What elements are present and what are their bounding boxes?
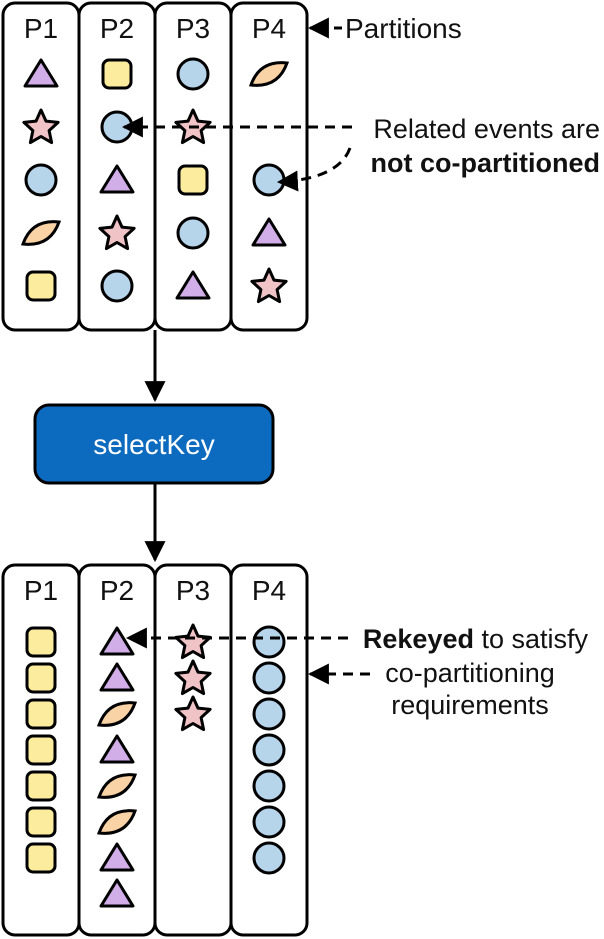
circle-event-icon bbox=[252, 625, 286, 659]
top-header-p4: P4 bbox=[252, 13, 286, 44]
rekeyed-line-1: Rekeyed to satisfy bbox=[363, 624, 589, 654]
related-line-2: not co-partitioned bbox=[371, 148, 600, 178]
square-event-icon bbox=[25, 842, 57, 874]
bottom-partition-p3 bbox=[153, 563, 233, 937]
rekeyed-rest: to satisfy bbox=[474, 624, 589, 654]
square-event-icon bbox=[101, 58, 133, 90]
square-event-icon bbox=[177, 164, 209, 196]
square-event-icon bbox=[25, 806, 57, 838]
related-line-1: Related events are bbox=[373, 114, 600, 144]
triangle-event-icon bbox=[23, 58, 59, 88]
annotation-partitions: Partitions bbox=[307, 13, 462, 44]
top-header-p1: P1 bbox=[24, 13, 58, 44]
circle-event-icon bbox=[24, 163, 58, 197]
circle-event-icon bbox=[252, 733, 286, 767]
triangle-event-icon bbox=[99, 164, 135, 194]
bottom-header-p1: P1 bbox=[24, 575, 58, 606]
leaf-event-icon bbox=[96, 773, 138, 799]
square-event-icon bbox=[25, 662, 57, 694]
annotation-not-copartitioned: Related events are not co-partitioned bbox=[121, 114, 600, 192]
circle-event-icon bbox=[252, 841, 286, 875]
triangle-event-icon bbox=[99, 734, 135, 764]
copartitioning-line: co-partitioning bbox=[385, 658, 555, 688]
top-partition-group: P1 P2 P3 P4 bbox=[1, 1, 309, 332]
bottom-events bbox=[25, 623, 286, 908]
triangle-event-icon bbox=[99, 842, 135, 872]
selectkey-label: selectKey bbox=[93, 429, 214, 460]
square-event-icon bbox=[25, 770, 57, 802]
star-event-icon bbox=[22, 108, 60, 145]
triangle-event-icon bbox=[251, 217, 287, 247]
star-event-icon bbox=[174, 695, 212, 732]
leaf-event-icon bbox=[96, 701, 138, 727]
leaf-event-icon bbox=[248, 61, 290, 87]
circle-event-icon bbox=[252, 661, 286, 695]
related-pointer-curve bbox=[276, 147, 352, 192]
star-event-icon bbox=[174, 659, 212, 696]
square-event-icon bbox=[25, 270, 57, 302]
partitions-label: Partitions bbox=[345, 13, 462, 44]
top-header-p3: P3 bbox=[176, 13, 210, 44]
circle-event-icon bbox=[252, 769, 286, 803]
square-event-icon bbox=[25, 734, 57, 766]
bottom-header-p2: P2 bbox=[100, 575, 134, 606]
leaf-event-icon bbox=[20, 220, 62, 246]
circle-event-icon bbox=[252, 163, 286, 197]
rekeyed-bold: Rekeyed bbox=[363, 624, 474, 654]
top-events bbox=[20, 57, 290, 304]
square-event-icon bbox=[25, 698, 57, 730]
circle-event-icon bbox=[176, 57, 210, 91]
triangle-event-icon bbox=[99, 662, 135, 692]
requirements-line: requirements bbox=[391, 690, 549, 720]
circle-event-icon bbox=[252, 697, 286, 731]
triangle-event-icon bbox=[99, 878, 135, 908]
bottom-header-p3: P3 bbox=[176, 575, 210, 606]
annotation-rekeyed: Rekeyed to satisfy co-partitioning requi… bbox=[125, 624, 589, 720]
star-event-icon bbox=[98, 214, 136, 251]
circle-event-icon bbox=[100, 269, 134, 303]
bottom-header-p4: P4 bbox=[252, 575, 286, 606]
star-event-icon bbox=[250, 267, 288, 304]
square-event-icon bbox=[25, 626, 57, 658]
circle-event-icon bbox=[176, 216, 210, 250]
circle-event-icon bbox=[252, 805, 286, 839]
leaf-event-icon bbox=[96, 809, 138, 835]
triangle-event-icon bbox=[99, 626, 135, 656]
top-header-p2: P2 bbox=[100, 13, 134, 44]
bottom-partition-group: P1 P2 P3 P4 bbox=[1, 563, 309, 937]
selectkey-operator: selectKey bbox=[33, 403, 275, 485]
triangle-event-icon bbox=[175, 270, 211, 300]
